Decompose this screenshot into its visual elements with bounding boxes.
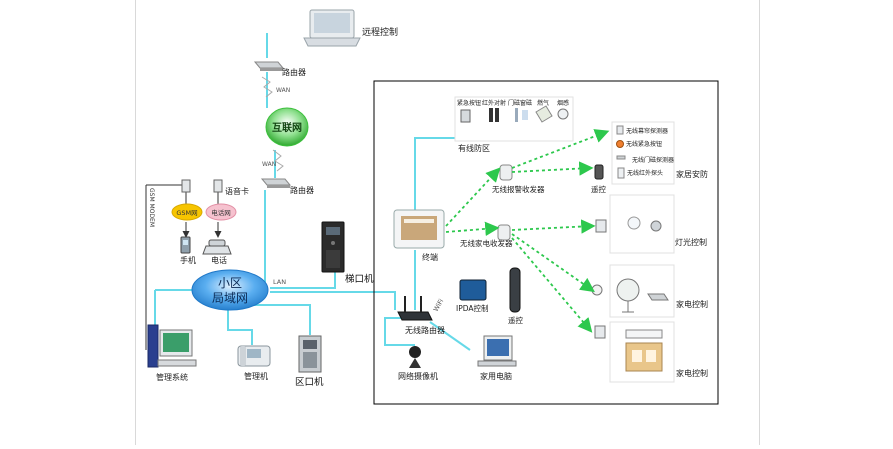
wan-mid-label: WAN <box>262 161 276 168</box>
ipda-control-label: IPDA控制 <box>456 303 489 313</box>
lan-cloud <box>191 269 269 311</box>
remote-control-label: 远程控制 <box>362 26 398 38</box>
link-lan-elevator <box>270 272 336 289</box>
wireless-appliance-transceiver-icon <box>497 224 511 241</box>
air-conditioner-room-icons <box>594 325 663 372</box>
lan-label-line1: 小区 <box>218 276 242 290</box>
wired-zone-box <box>454 96 574 142</box>
arrow-appliance-lighting <box>511 219 596 234</box>
security-item-0: 无线幕帘探测器 <box>626 127 668 135</box>
wireless-router-label: 无线路由器 <box>405 325 445 335</box>
phone-network-cloud <box>205 203 237 221</box>
zone-unit-label: 区口机 <box>295 376 324 388</box>
wired-zone-label: 有线防区 <box>458 143 490 153</box>
wireless-appliance-transceiver-label: 无线家电收发器 <box>460 238 513 248</box>
gsm-modem-label: GSM MODEM <box>148 188 155 227</box>
home-frame <box>373 80 719 405</box>
left-page-edge <box>135 0 136 445</box>
voice-card-icon <box>213 179 223 193</box>
wired-sensor-4: 烟感 <box>557 99 569 107</box>
management-system-label: 管理系统 <box>156 372 188 382</box>
ipda-icon <box>459 279 487 301</box>
arrow-alarm-security <box>511 129 610 169</box>
lighting-icons <box>595 216 662 233</box>
voice-card-label: 语音卡 <box>225 186 249 196</box>
router-top-label: 路由器 <box>282 67 306 77</box>
home-pc-icon <box>477 335 517 367</box>
wired-sensor-0: 紧急按钮 <box>457 99 481 107</box>
terminal-icon <box>393 209 445 249</box>
wired-sensor-3: 燃气 <box>537 99 549 107</box>
security-item-3: 无线红外探头 <box>627 169 663 177</box>
telephone-icon <box>202 239 232 255</box>
zone-unit-icon <box>298 335 322 373</box>
remote-control-icon <box>509 267 521 313</box>
internet-label: 互联网 <box>272 121 302 134</box>
remote-alarm-label: 遥控 <box>591 184 606 194</box>
management-unit-label: 管理机 <box>244 371 268 381</box>
wan-lightning-top <box>261 76 273 98</box>
lan-label-line2: 局域网 <box>212 291 248 305</box>
lan-text: LAN <box>273 278 286 286</box>
gsm-network-cloud <box>171 203 203 221</box>
link-lan-mgmt-unit <box>227 305 253 345</box>
arrow-terminal-appliance <box>445 221 500 237</box>
security-item-2: 无线门磁探测器 <box>632 156 674 164</box>
wifi-label: WiFi <box>432 297 446 313</box>
arrow-appliance-fan <box>511 233 595 293</box>
network-camera-icon <box>409 346 421 368</box>
right-page-edge <box>759 0 760 445</box>
infrared-probe-icon <box>617 167 625 179</box>
router-mid-label: 路由器 <box>290 185 314 195</box>
router-top-icon <box>253 61 285 71</box>
lighting-box <box>609 194 675 254</box>
arrow-alarm-remote <box>511 161 594 176</box>
remote-alarm-icon <box>594 164 604 180</box>
wan-top-label: WAN <box>276 87 290 94</box>
management-unit-icon <box>237 345 271 367</box>
emergency-button-icon <box>616 140 624 148</box>
gsm-network-label: GSM网 <box>176 209 197 217</box>
elevator-unit-label: 梯口机 <box>345 273 374 285</box>
arrow-appliance-ac <box>511 237 593 333</box>
wan-lightning-mid <box>272 149 284 172</box>
appliance-control-1-label: 家电控制 <box>676 299 708 309</box>
wired-sensor-2: 门磁窗磁 <box>508 99 532 107</box>
router-mid-icon <box>260 178 292 188</box>
remote-laptop-icon <box>303 9 361 47</box>
security-item-1: 无线紧急按钮 <box>626 140 662 148</box>
terminal-label: 终端 <box>422 252 438 262</box>
wireless-alarm-receiver-label: 无线报警收发器 <box>492 184 545 194</box>
wireless-alarm-receiver-icon <box>499 164 513 181</box>
phone-network-label: 电话网 <box>211 208 231 217</box>
home-security-label: 家居安防 <box>676 169 708 179</box>
telephone-label: 电话 <box>211 255 227 265</box>
mobile-phone-label: 手机 <box>180 255 196 265</box>
link-lan-router <box>270 291 396 310</box>
internet-cloud <box>265 107 309 147</box>
link-router-camera <box>384 317 415 346</box>
mobile-phone-icon <box>180 236 191 254</box>
arrow-terminal-alarm <box>445 167 501 227</box>
lighting-control-label: 灯光控制 <box>675 237 707 247</box>
door-detector-icon <box>616 155 626 160</box>
appliance-control-2-label: 家电控制 <box>676 368 708 378</box>
home-pc-label: 家用电脑 <box>480 371 512 381</box>
remote-control-2-label: 遥控 <box>508 315 523 325</box>
wired-sensor-1: 红外对射 <box>482 99 506 107</box>
elevator-unit-icon <box>321 221 345 273</box>
curtain-detector-icon <box>616 125 624 135</box>
management-system-icon <box>147 324 197 368</box>
wired-sensor-icons <box>460 105 569 123</box>
network-camera-label: 网络摄像机 <box>398 371 438 381</box>
wireless-router-icon <box>397 296 433 321</box>
gsm-modem-icon <box>181 179 191 193</box>
link-router-pc <box>429 321 471 351</box>
